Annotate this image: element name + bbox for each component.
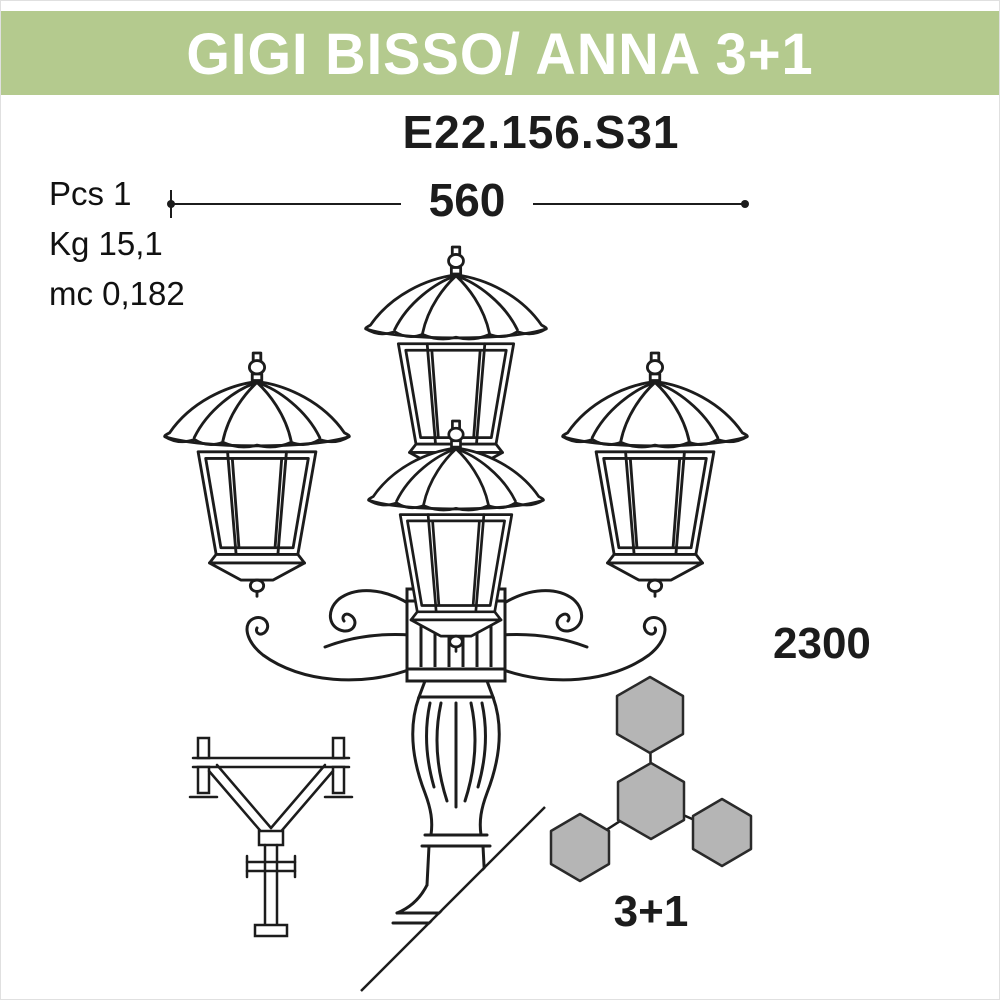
hexagon-left xyxy=(549,812,611,883)
page-title: GIGI BISSO/ ANNA 3+1 xyxy=(186,19,814,87)
spec-pcs: Pcs 1 xyxy=(49,175,132,212)
ground-break-line xyxy=(360,806,546,992)
hexagon-right xyxy=(691,797,753,868)
width-dimension-label: 560 xyxy=(401,173,533,227)
anchor-base-drawing xyxy=(188,736,354,938)
height-dimension-label: 2300 xyxy=(773,619,871,668)
lamp-post-drawing xyxy=(163,245,749,992)
configuration-label: 3+1 xyxy=(613,887,689,936)
header-band: GIGI BISSO/ ANNA 3+1 xyxy=(1,11,999,95)
spec-volume: mc 0,182 xyxy=(49,275,185,312)
column xyxy=(391,679,521,925)
spec-list: Pcs 1 Kg 15,1 mc 0,182 xyxy=(49,169,185,319)
hexagon-center xyxy=(616,761,686,841)
spec-weight: Kg 15,1 xyxy=(49,225,163,262)
model-code: E22.156.S31 xyxy=(402,106,680,158)
configuration-diagram xyxy=(549,675,753,883)
hexagon-top xyxy=(615,675,685,755)
